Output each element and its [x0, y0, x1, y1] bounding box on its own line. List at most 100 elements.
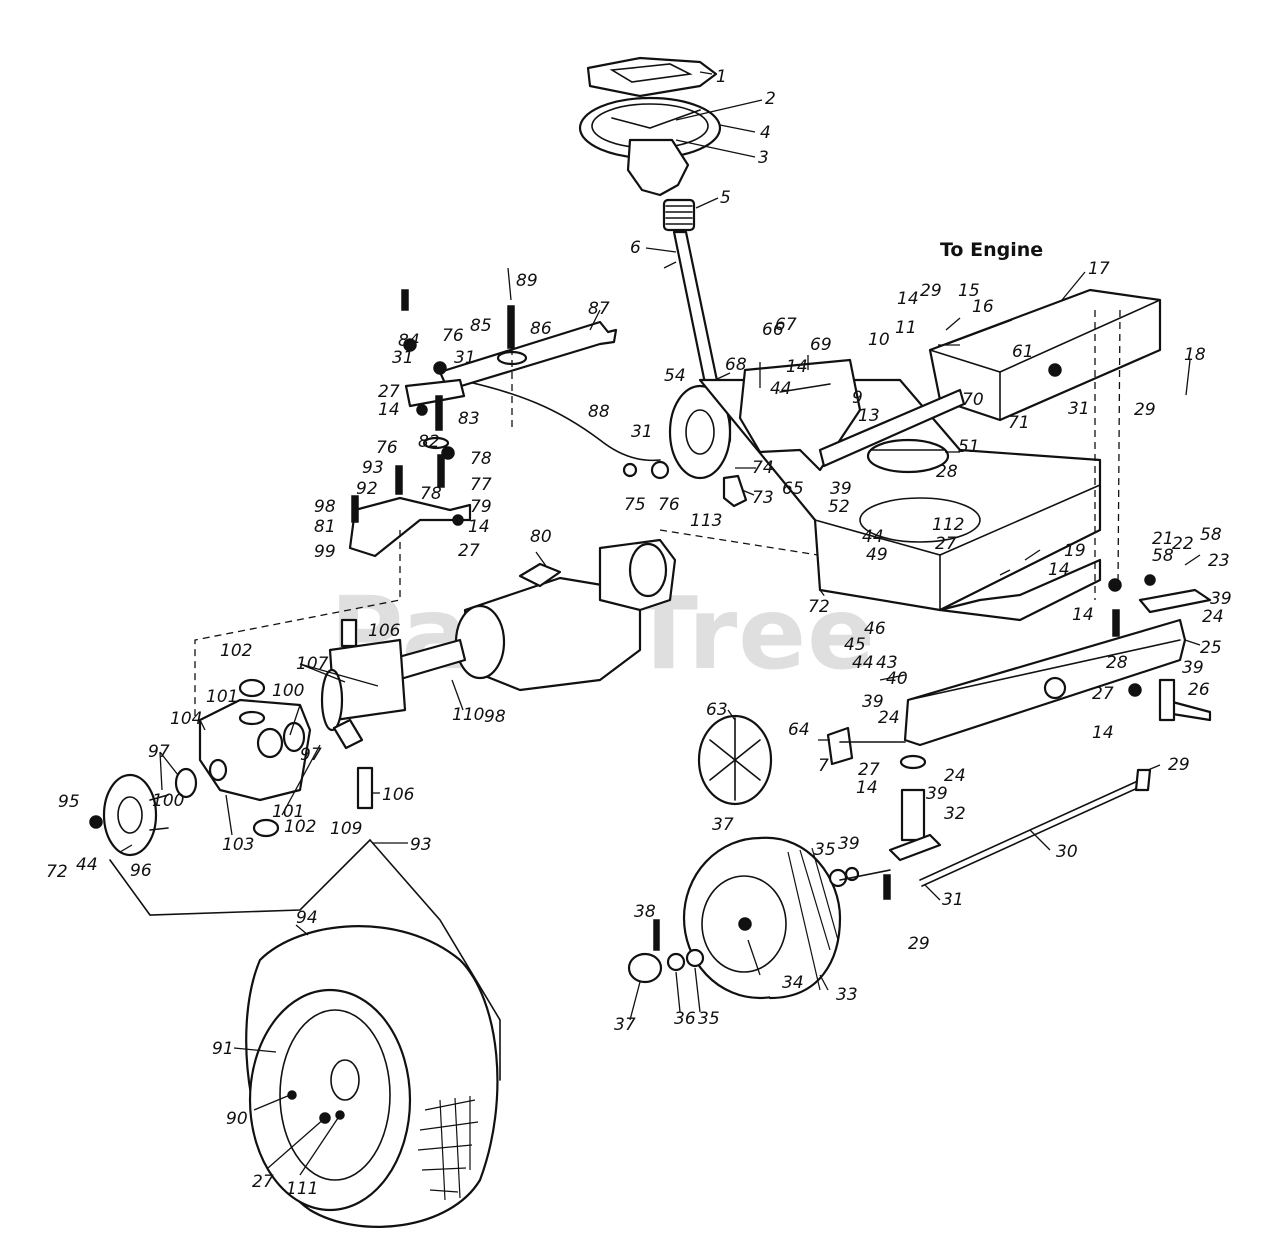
callout-72: 72: [808, 597, 830, 617]
callout-94: 94: [296, 908, 318, 928]
callout-107: 107: [296, 654, 329, 674]
callout-81: 81: [314, 517, 336, 537]
callout-71: 71: [1008, 413, 1030, 433]
callout-27: 27: [1092, 684, 1114, 704]
callout-51: 51: [958, 437, 980, 457]
callout-14: 14: [856, 778, 878, 798]
callout-110: 110: [452, 705, 484, 725]
transaxle: [454, 538, 677, 692]
callout-101: 101: [272, 802, 304, 822]
callout-37: 37: [614, 1015, 636, 1035]
callout-96: 96: [130, 861, 152, 881]
callout-46: 46: [864, 619, 886, 639]
steering-wheel-cap: [586, 56, 718, 98]
callout-76: 76: [376, 438, 398, 458]
callout-44: 44: [770, 379, 792, 399]
callout-16: 16: [972, 297, 994, 317]
callout-29: 29: [920, 281, 942, 301]
callout-83: 83: [458, 409, 480, 429]
callout-77: 77: [470, 475, 492, 495]
leader-lines: [119, 71, 1201, 1176]
callout-11: 11: [895, 318, 917, 338]
callout-44: 44: [76, 855, 98, 875]
callout-103: 103: [222, 835, 254, 855]
linkage-bolts: [351, 289, 670, 526]
callout-72: 72: [46, 862, 68, 882]
callout-27: 27: [458, 541, 480, 561]
callout-28: 28: [936, 462, 958, 482]
callout-100: 100: [152, 791, 184, 811]
callout-27: 27: [378, 382, 400, 402]
front-axle-25: [903, 618, 1187, 747]
callout-15: 15: [958, 281, 980, 301]
axle-housing: [320, 638, 467, 732]
frame-plate-65: [738, 358, 862, 472]
drag-link: [449, 377, 661, 462]
callout-88: 88: [588, 402, 610, 422]
lever-plate: [404, 378, 466, 408]
callout-14: 14: [378, 400, 400, 420]
callout-95: 95: [58, 792, 80, 812]
callout-32: 32: [944, 804, 966, 824]
callout-9: 9: [852, 388, 863, 408]
callout-92: 92: [356, 479, 378, 499]
callout-24: 24: [1202, 607, 1224, 627]
bracket-99: [348, 496, 472, 558]
callout-109: 109: [330, 819, 362, 839]
callout-14: 14: [897, 289, 919, 309]
callout-78: 78: [470, 449, 492, 469]
callout-33: 33: [836, 985, 858, 1005]
callout-78: 78: [420, 484, 442, 504]
callout-14: 14: [468, 517, 490, 537]
callout-45: 45: [844, 635, 866, 655]
sector-gear: [866, 438, 950, 474]
callout-2: 2: [765, 89, 776, 109]
callout-31: 31: [392, 348, 414, 368]
callout-36: 36: [674, 1009, 696, 1029]
callout-21: 21: [1152, 529, 1174, 549]
hub-96: [89, 773, 169, 857]
callout-29: 29: [1168, 755, 1190, 775]
callout-39: 39: [830, 479, 852, 499]
callout-38: 38: [634, 902, 656, 922]
callout-14: 14: [1048, 560, 1070, 580]
callout-13: 13: [858, 406, 880, 426]
callout-111: 111: [286, 1179, 318, 1199]
callout-106: 106: [382, 785, 415, 805]
linkage-arm-87: [438, 320, 618, 392]
callout-101: 101: [206, 687, 238, 707]
front-pivot-parts: [826, 574, 1212, 900]
callout-31: 31: [942, 890, 964, 910]
callout-70: 70: [962, 390, 984, 410]
callout-89: 89: [516, 271, 538, 291]
callout-4: 4: [760, 123, 771, 143]
callout-31: 31: [1068, 399, 1090, 419]
callout-61: 61: [1012, 342, 1034, 362]
callout-100: 100: [272, 681, 304, 701]
callout-86: 86: [530, 319, 552, 339]
callout-44: 44: [862, 527, 884, 547]
callout-27: 27: [252, 1172, 274, 1192]
callout-39: 39: [862, 692, 884, 712]
callout-54: 54: [664, 366, 686, 386]
callout-93: 93: [410, 835, 432, 855]
callout-65: 65: [782, 479, 804, 499]
steering-pinion: [722, 474, 748, 508]
front-yoke-104: [198, 698, 312, 802]
callout-29: 29: [1134, 400, 1156, 420]
callout-52: 52: [828, 497, 850, 517]
steering-gear: [668, 384, 732, 480]
callout-67: 67: [775, 315, 797, 335]
callout-102: 102: [284, 817, 316, 837]
callout-91: 91: [212, 1039, 234, 1059]
callout-26: 26: [1188, 680, 1210, 700]
callout-90: 90: [226, 1109, 248, 1129]
callout-28: 28: [1106, 653, 1128, 673]
callout-31: 31: [454, 348, 476, 368]
frame-rail: [818, 388, 966, 468]
callout-14: 14: [786, 357, 808, 377]
callout-43: 43: [876, 653, 898, 673]
callout-25: 25: [1200, 638, 1222, 658]
callout-22: 22: [1172, 534, 1194, 554]
callout-35: 35: [698, 1009, 720, 1029]
